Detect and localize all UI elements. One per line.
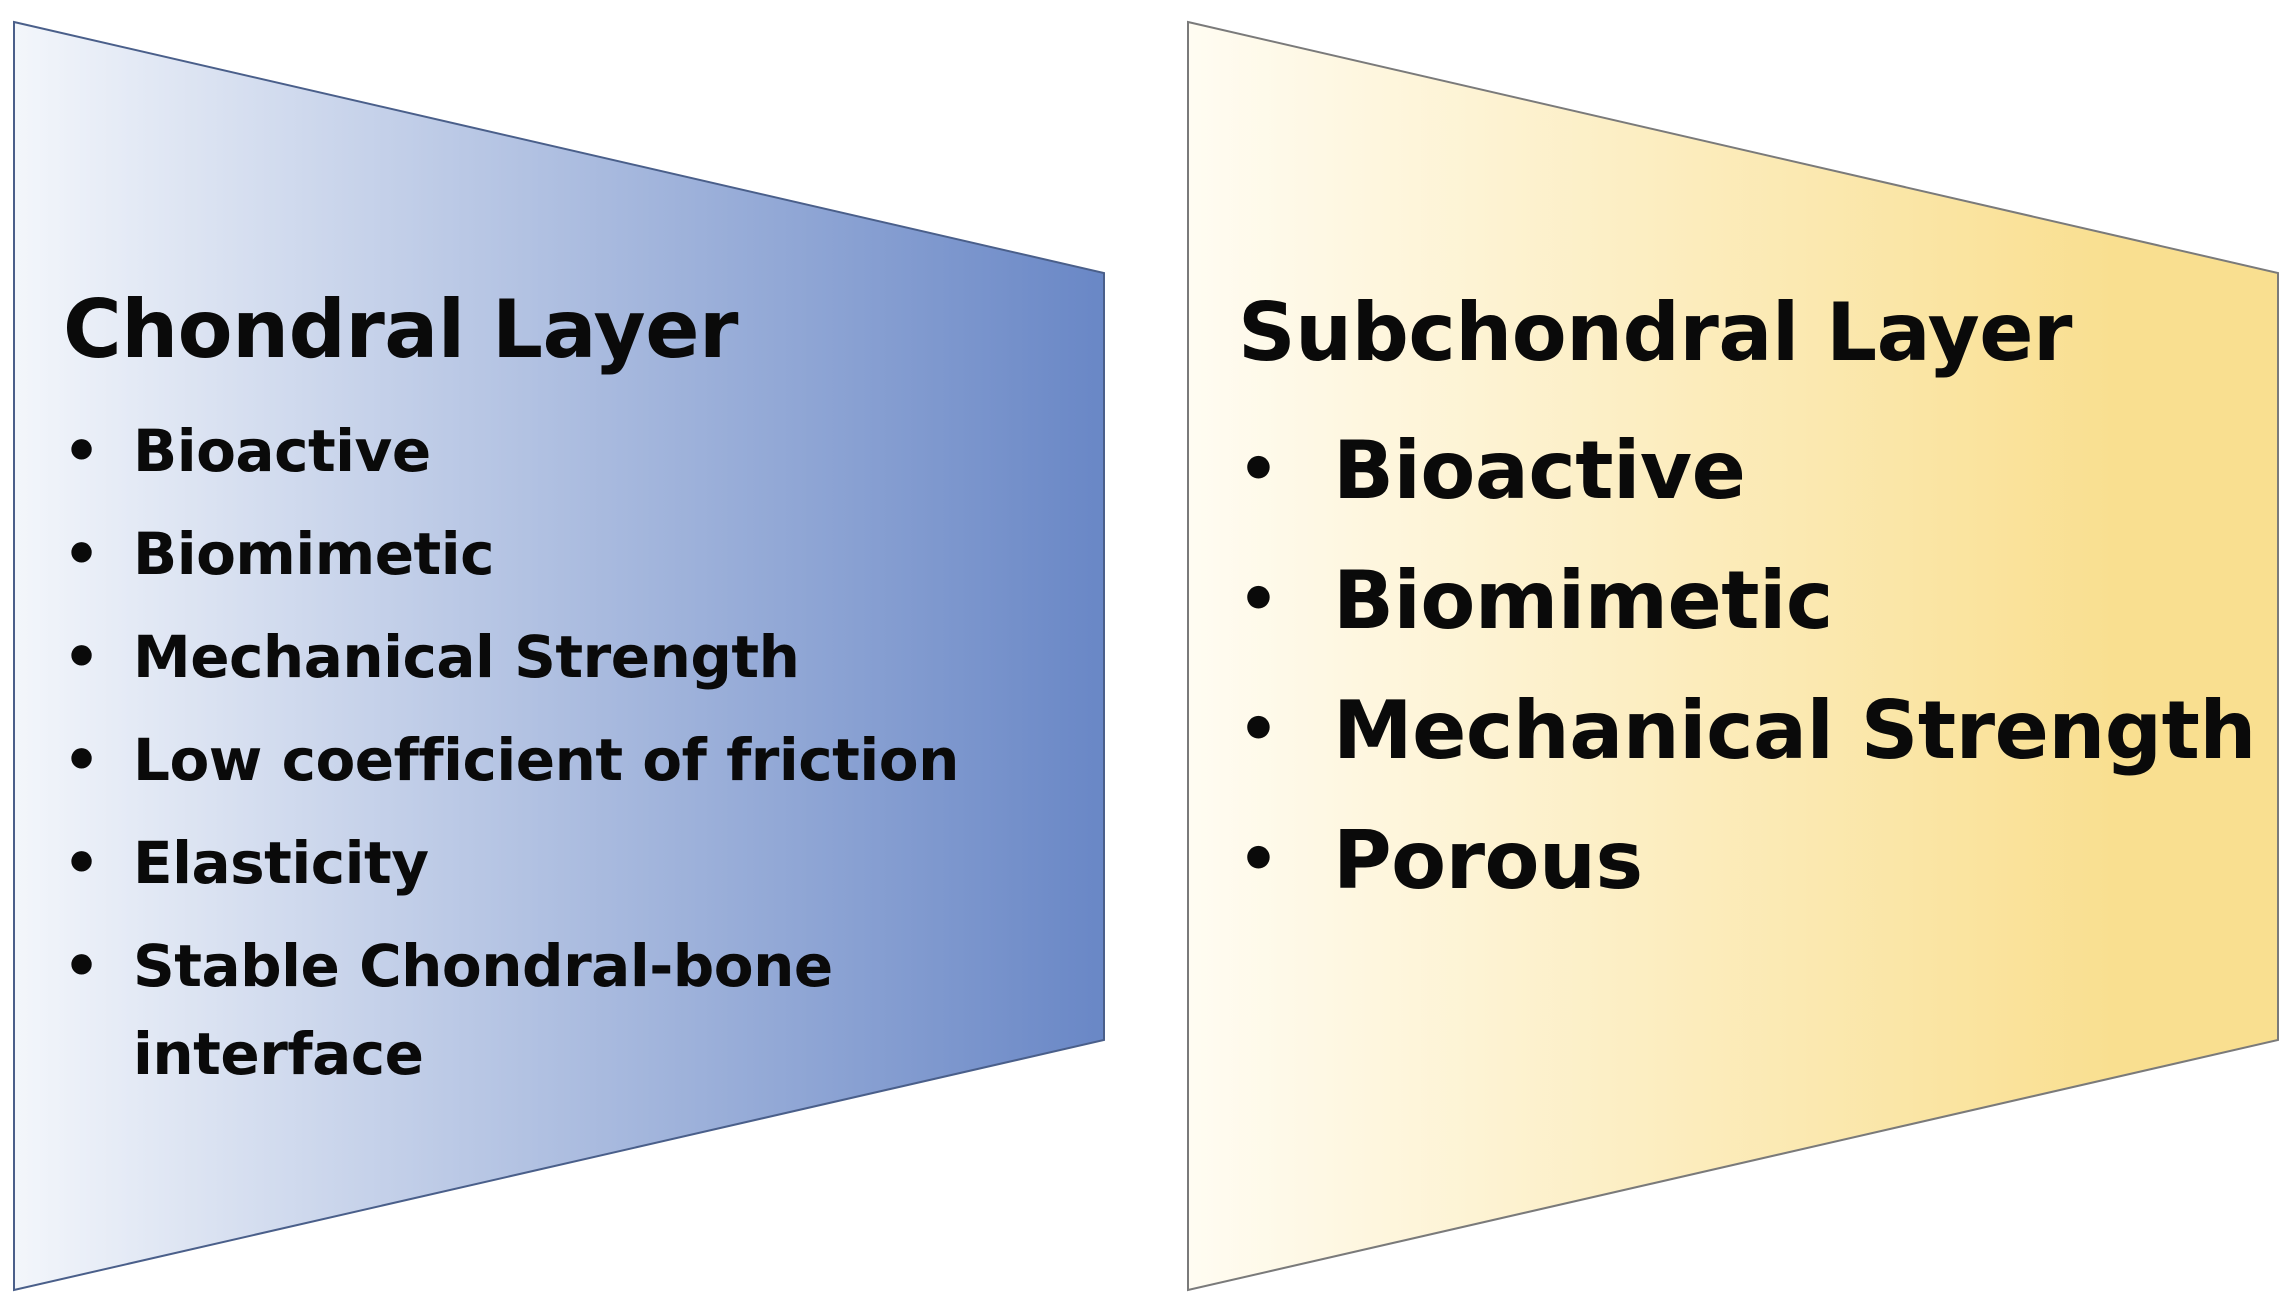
bullet-icon: • xyxy=(63,932,100,1000)
bullet-icon: • xyxy=(1238,433,1279,507)
bullet-icon: • xyxy=(63,520,100,588)
list-item: • Low coefficient of friction xyxy=(63,716,1063,804)
chondral-layer-trapezoid xyxy=(13,20,1105,1292)
list-item-label: Porous xyxy=(1333,814,1643,907)
list-item: • Mechanical Strength xyxy=(1238,673,2268,788)
list-item: • Mechanical Strength xyxy=(63,613,1063,701)
bullet-icon: • xyxy=(1238,563,1279,637)
list-item: • Porous xyxy=(1238,803,2268,918)
bullet-icon: • xyxy=(63,829,100,897)
bullet-icon: • xyxy=(63,417,100,485)
list-item-label: Biomimetic xyxy=(1333,554,1833,647)
list-item-label: Low coefficient of friction xyxy=(133,726,959,794)
subchondral-layer-panel: Subchondral Layer • Bioactive • Biomimetic… xyxy=(1238,278,2268,933)
list-item-label: Bioactive xyxy=(1333,424,1746,517)
chondral-layer-title: Chondral Layer xyxy=(63,283,738,376)
bullet-icon: • xyxy=(63,726,100,794)
list-item: • Stable Chondral-bone interface xyxy=(63,922,913,1098)
chondral-layer-list: • Bioactive • Biomimetic • Mechanical Stren… xyxy=(63,407,1063,1098)
bullet-icon: • xyxy=(63,623,100,691)
subchondral-layer-trapezoid xyxy=(1187,20,2279,1292)
subchondral-layer-title: Subchondral Layer xyxy=(1238,286,2072,379)
list-item: • Bioactive xyxy=(63,407,1063,495)
list-item-label: Biomimetic xyxy=(133,520,495,588)
list-item: • Elasticity xyxy=(63,819,1063,907)
list-item-label: Mechanical Strength xyxy=(1333,684,2256,777)
list-item-label: Mechanical Strength xyxy=(133,623,800,691)
chondral-layer-panel: Chondral Layer • Bioactive • Biomimetic • M… xyxy=(63,275,1063,1113)
list-item-label: Stable Chondral-bone interface xyxy=(133,932,833,1088)
bullet-icon: • xyxy=(1238,693,1279,767)
subchondral-layer-list: • Bioactive • Biomimetic • Mechanical Stren… xyxy=(1238,413,2268,918)
list-item: • Biomimetic xyxy=(63,510,1063,598)
list-item: • Biomimetic xyxy=(1238,543,2268,658)
list-item: • Bioactive xyxy=(1238,413,2268,528)
list-item-label: Elasticity xyxy=(133,829,429,897)
bullet-icon: • xyxy=(1238,823,1279,897)
list-item-label: Bioactive xyxy=(133,417,431,485)
